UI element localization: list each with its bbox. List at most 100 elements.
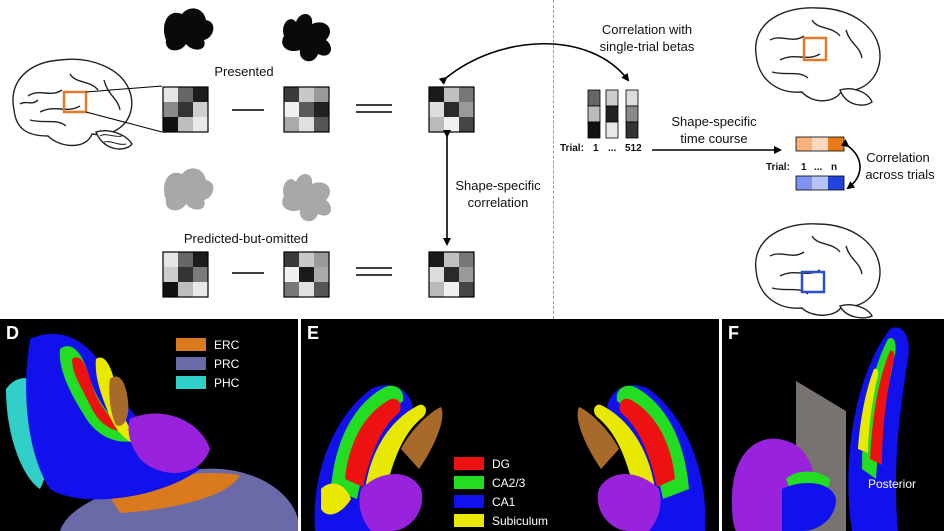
legend-item-ca1: CA1	[454, 492, 548, 511]
time-course-cell	[796, 176, 812, 190]
legend-item-prc: PRC	[176, 354, 239, 373]
legend-label-dg: DG	[492, 456, 510, 471]
legend-label-ca23: CA2/3	[492, 475, 526, 490]
pattern-cell	[178, 102, 193, 117]
beta-cell	[587, 105, 601, 123]
pattern-cell	[444, 252, 459, 267]
pattern-cell	[299, 282, 314, 297]
pattern-cell	[444, 102, 459, 117]
pattern-cell	[178, 117, 193, 132]
panel-divider	[553, 0, 554, 319]
pattern-border	[283, 251, 330, 298]
pattern-cell	[459, 102, 474, 117]
pattern-cell	[429, 252, 444, 267]
small-trial-label: Trial:	[766, 162, 790, 173]
time-course-cell	[796, 137, 812, 151]
time-course-blue	[795, 175, 845, 191]
pattern-cell	[163, 267, 178, 282]
pattern-cell	[193, 87, 208, 102]
trial-first: 1	[593, 143, 599, 154]
beta-cell	[605, 105, 619, 123]
small-trial-first: 1	[801, 162, 807, 173]
pattern-cell	[429, 267, 444, 282]
pattern-cell	[193, 282, 208, 297]
pattern-cell	[193, 117, 208, 132]
presented-label: Presented	[214, 64, 274, 79]
legend-swatch-prc	[176, 357, 206, 370]
pattern-cell	[459, 117, 474, 132]
pattern-cell	[299, 87, 314, 102]
trial-dots: ...	[608, 143, 617, 154]
pattern-omitted-result	[428, 251, 475, 298]
time-course-cell	[812, 137, 828, 151]
pattern-cell	[178, 252, 193, 267]
pattern-cell	[163, 282, 178, 297]
shape-specific-label-2: correlation	[467, 195, 529, 210]
pattern-border	[162, 86, 209, 133]
beta-cell	[605, 89, 619, 107]
pattern-cell	[314, 282, 329, 297]
pattern-cell	[444, 267, 459, 282]
across-trials-arrow	[840, 139, 861, 190]
pattern-cell	[193, 102, 208, 117]
legend-item-phc: PHC	[176, 373, 239, 392]
pattern-cell	[314, 87, 329, 102]
pattern-cell	[163, 117, 178, 132]
legend-label-erc: ERC	[214, 337, 240, 352]
legend-item-ca23: CA2/3	[454, 473, 548, 492]
pattern-border	[162, 251, 209, 298]
beta-cell	[625, 121, 639, 139]
legend-swatch-phc	[176, 376, 206, 389]
omitted-shape-2	[282, 173, 332, 222]
brain-bottom-right-roi	[800, 270, 826, 294]
pattern-presented-middle	[283, 86, 330, 133]
beta-cell	[587, 121, 601, 139]
panel-f: F Posterior	[722, 319, 944, 531]
time-course-label-1: Shape-specific	[671, 114, 757, 129]
across-trials-label-2: across trials	[865, 167, 935, 182]
beta-cell	[605, 121, 619, 139]
pattern-cell	[163, 102, 178, 117]
pattern-cell	[284, 102, 299, 117]
pattern-cell	[314, 117, 329, 132]
legend-label-prc: PRC	[214, 356, 240, 371]
pattern-cell	[178, 282, 193, 297]
panel-d-legend: ERC PRC PHC	[176, 335, 239, 392]
legend-swatch-ca1	[454, 495, 484, 508]
zoom-line-top	[85, 85, 163, 93]
pattern-cell	[178, 87, 193, 102]
pattern-border	[428, 251, 475, 298]
pattern-cell	[314, 102, 329, 117]
pattern-cell	[284, 267, 299, 282]
beta-correlation-arrow	[438, 43, 630, 85]
panel-e-letter: E	[307, 323, 320, 343]
pattern-cell	[444, 117, 459, 132]
pattern-cell	[299, 267, 314, 282]
pattern-cell	[284, 87, 299, 102]
presented-shape-1	[163, 8, 214, 51]
panel-f-letter: F	[728, 323, 739, 343]
pattern-cell	[163, 87, 178, 102]
beta-cell	[625, 89, 639, 107]
panel-f-render	[732, 327, 909, 531]
pattern-cell	[444, 282, 459, 297]
time-course-orange	[795, 136, 845, 152]
panel-d-render	[6, 333, 298, 531]
time-course-cell	[828, 137, 844, 151]
pattern-cell	[284, 252, 299, 267]
pattern-border	[428, 86, 475, 133]
legend-item-erc: ERC	[176, 335, 239, 354]
pattern-omitted-middle	[283, 251, 330, 298]
panel-d-letter: D	[6, 323, 19, 343]
brain-top-right	[755, 7, 881, 106]
pattern-cell	[444, 87, 459, 102]
pattern-cell	[314, 267, 329, 282]
pattern-cell	[178, 267, 193, 282]
posterior-label: Posterior	[868, 477, 917, 491]
brain-top-right-roi	[802, 36, 828, 62]
legend-label-subiculum: Subiculum	[492, 513, 549, 528]
panel-e: E DG CA2/3 CA1 Subiculum	[301, 319, 719, 531]
correlation-betas-label-1: Correlation with	[601, 22, 693, 37]
time-course-cell	[828, 176, 844, 190]
pattern-cell	[459, 267, 474, 282]
